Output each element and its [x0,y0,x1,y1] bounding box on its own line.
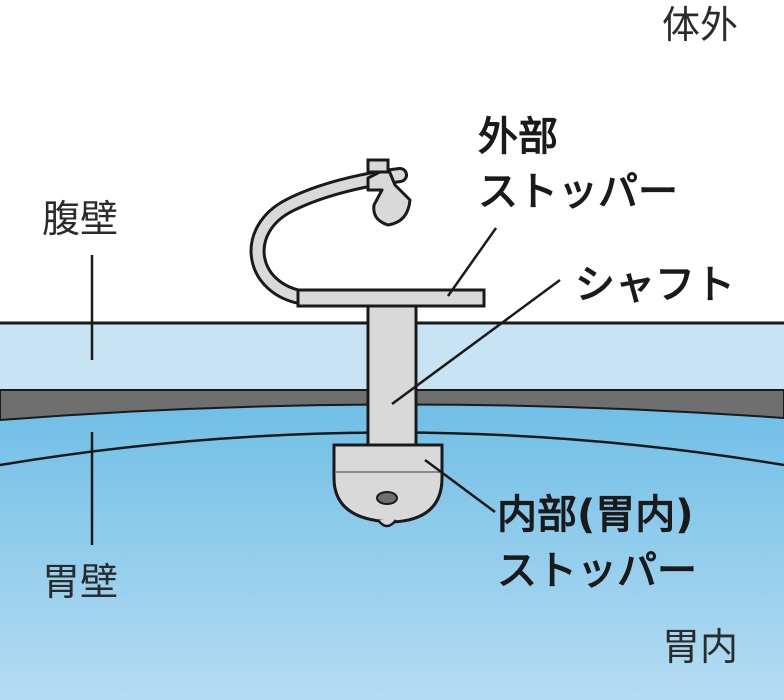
internal-stopper [332,443,444,524]
label-inside-stomach: 胃内 [662,625,738,669]
tube-cap [366,166,412,227]
label-internal-stopper-line2: ストッパー [497,548,697,594]
label-gastric-wall: 胃壁 [42,560,118,604]
tube-cap-ring [366,158,390,174]
internal-stopper-hole [376,491,398,505]
label-abdominal-wall: 腹壁 [42,197,118,241]
label-outside-body: 体外 [662,3,738,47]
leader-internal-stopper [424,458,496,514]
external-stopper [296,288,486,308]
shaft [366,304,418,448]
label-external-stopper-line2: ストッパー [478,169,678,215]
leader-external-stopper [446,227,498,297]
label-shaft: シャフト [575,262,735,308]
feeding-tube-fill [252,170,405,303]
label-external-stopper-line1: 外部 [478,114,558,160]
internal-stopper-tip [377,519,397,528]
label-internal-stopper-line1: 内部(胃内) [497,492,694,538]
leader-shaft [391,278,561,406]
